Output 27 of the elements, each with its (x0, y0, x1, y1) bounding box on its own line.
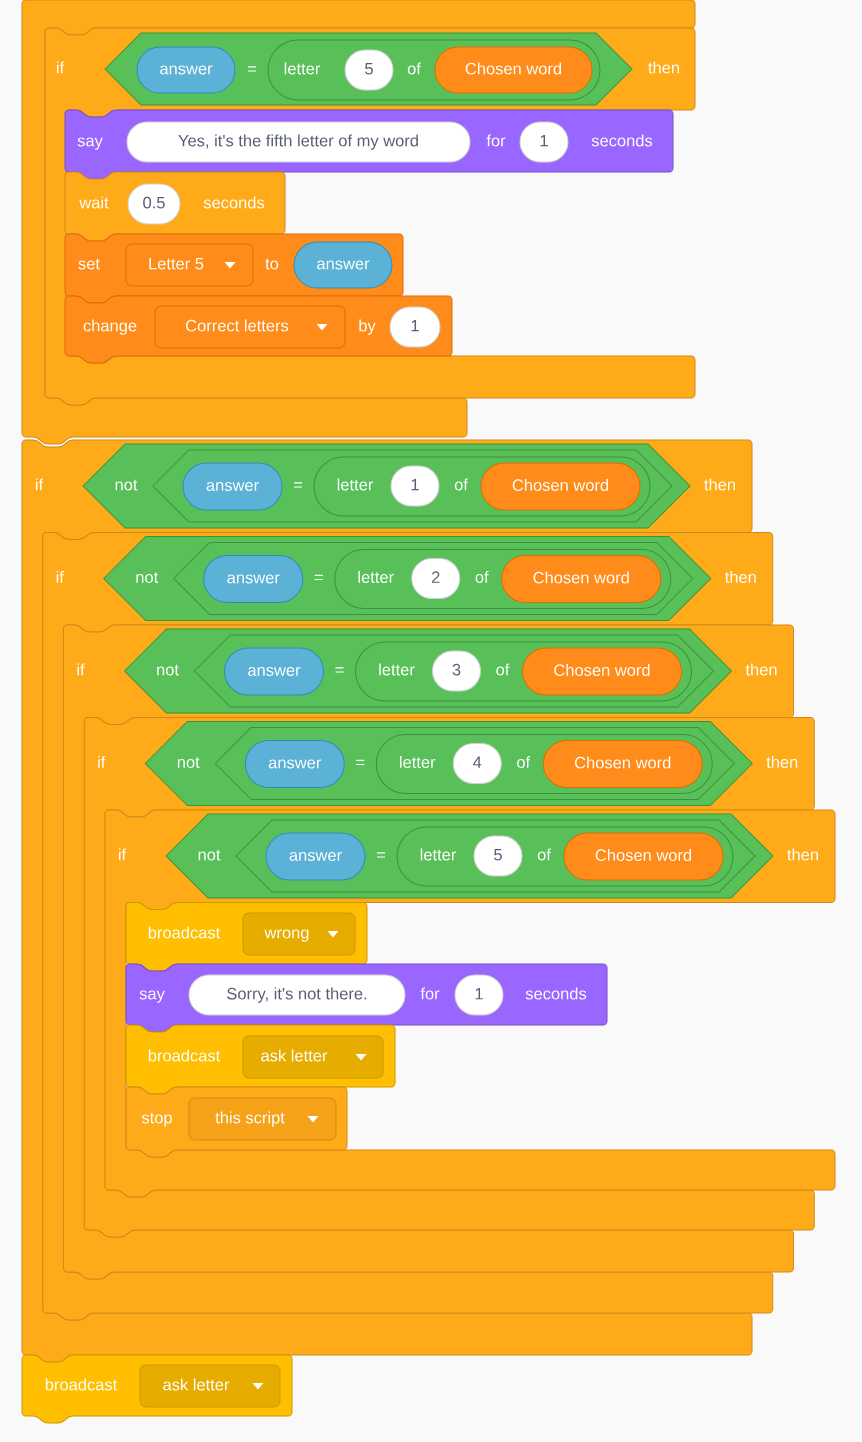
dropdown-menu: Letter 5 (125, 243, 254, 287)
number-field: 3 (432, 650, 481, 692)
number-field: 1 (390, 465, 440, 507)
variable-reporter: Chosen word (522, 647, 682, 696)
number-field: 1 (389, 306, 441, 348)
variable-reporter: Chosen word (542, 740, 703, 788)
number-field: 1 (519, 121, 569, 163)
answer-reporter: answer (136, 46, 236, 94)
number-field: 4 (452, 743, 502, 784)
c-block (21, 0, 696, 445)
variable-reporter: Chosen word (501, 555, 662, 603)
answer-reporter: answer (293, 241, 393, 289)
dropdown-menu: wrong (242, 912, 356, 956)
text-field: Sorry, it's not there. (188, 974, 406, 1016)
dropdown-menu: ask letter (242, 1035, 384, 1079)
dropdown-menu: ask letter (139, 1364, 281, 1408)
number-field: 0.5 (127, 183, 181, 225)
number-field: 5 (344, 49, 394, 91)
variable-reporter: Chosen word (563, 832, 724, 881)
dropdown-menu: Correct letters (154, 305, 346, 349)
text-field: Yes, it's the fifth letter of my word (126, 121, 471, 163)
number-field: 2 (411, 558, 461, 599)
variable-reporter: Chosen word (434, 46, 593, 94)
dropdown-menu: this script (188, 1097, 337, 1141)
variable-reporter: Chosen word (480, 462, 641, 511)
number-field: 1 (454, 974, 504, 1016)
number-field: 5 (473, 835, 523, 877)
